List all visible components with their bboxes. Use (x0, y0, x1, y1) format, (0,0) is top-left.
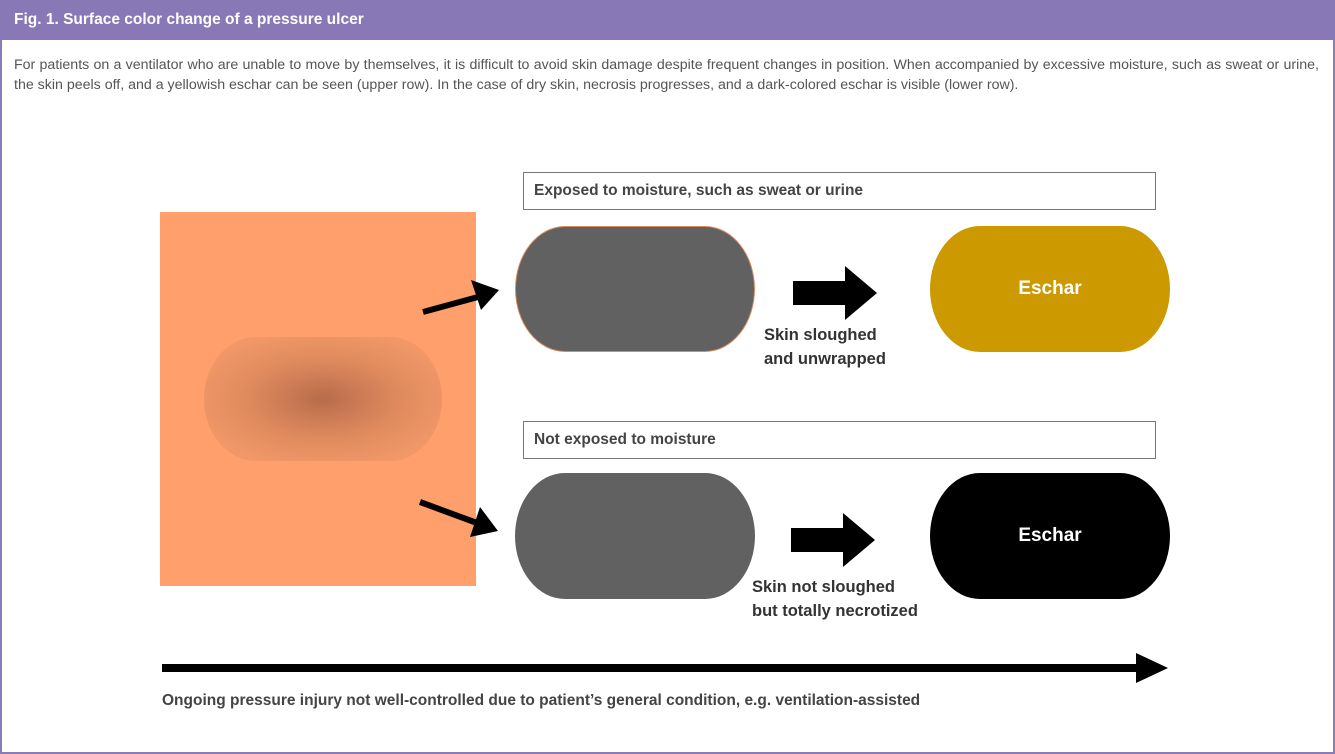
lower-progression-arrow (791, 513, 875, 567)
arrow-to-upper-stage (423, 280, 499, 312)
arrow-to-lower-stage (420, 502, 498, 537)
timeline-arrow (162, 653, 1168, 683)
upper-progression-arrow (793, 266, 877, 320)
timeline-label: Ongoing pressure injury not well-control… (162, 692, 1172, 710)
